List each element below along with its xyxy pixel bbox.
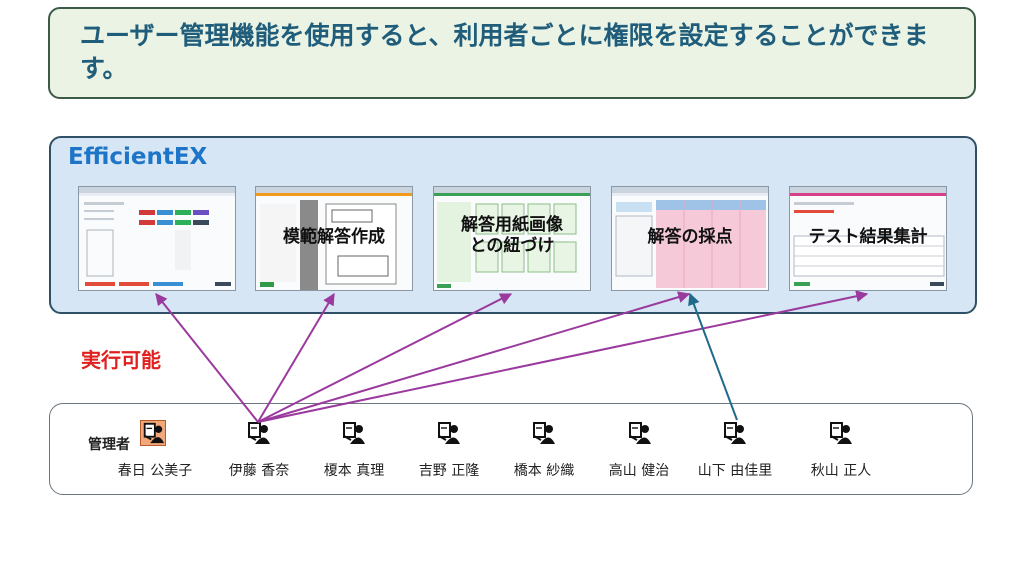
user-name: 橋本 紗織	[513, 463, 575, 479]
function-screenshot-answer-linking: 解答用紙画像 との紐づけ	[433, 186, 591, 291]
user-icon	[533, 422, 555, 444]
screenshot-content	[84, 202, 231, 286]
function-label: 解答用紙画像 との紐づけ	[461, 215, 563, 256]
user-name: 秋山 正人	[810, 463, 872, 479]
user-name-admin: 春日 公美子	[117, 463, 193, 479]
function-screenshot-grading: 解答の採点	[611, 186, 769, 291]
user-name: 吉野 正隆	[418, 463, 480, 479]
user-icon	[724, 422, 746, 444]
user-icon	[629, 422, 651, 444]
user-name: 榎本 真理	[323, 463, 385, 479]
function-label: 解答の採点	[647, 227, 733, 247]
admin-user-icon	[140, 420, 166, 446]
description-text: ユーザー管理機能を使用すると、利用者ごとに権限を設定することができます。	[80, 21, 929, 83]
screenshot-content	[437, 202, 577, 288]
user-icon	[343, 422, 365, 444]
user-name: 伊藤 香奈	[228, 463, 290, 479]
product-title: EfficientEX	[68, 144, 208, 170]
user-icon	[438, 422, 460, 444]
function-screenshot-result-summary: テスト結果集計	[789, 186, 947, 291]
function-screenshot-user-management	[78, 186, 236, 291]
admin-label: 管理者	[88, 437, 130, 453]
users-panel	[49, 403, 973, 495]
user-name: 高山 健治	[608, 463, 670, 479]
screenshot-content	[260, 200, 397, 290]
user-icon	[830, 422, 852, 444]
executable-label: 実行可能	[81, 348, 161, 372]
user-icon	[248, 422, 270, 444]
screenshot-content	[615, 200, 766, 288]
screenshot-content	[793, 202, 945, 286]
user-name: 山下 由佳里	[697, 463, 773, 479]
function-label: 模範解答作成	[283, 227, 385, 247]
function-screenshot-model-answer: 模範解答作成	[255, 186, 413, 291]
description-banner: ユーザー管理機能を使用すると、利用者ごとに権限を設定することができます。	[48, 7, 976, 99]
function-label: テスト結果集計	[808, 227, 928, 247]
